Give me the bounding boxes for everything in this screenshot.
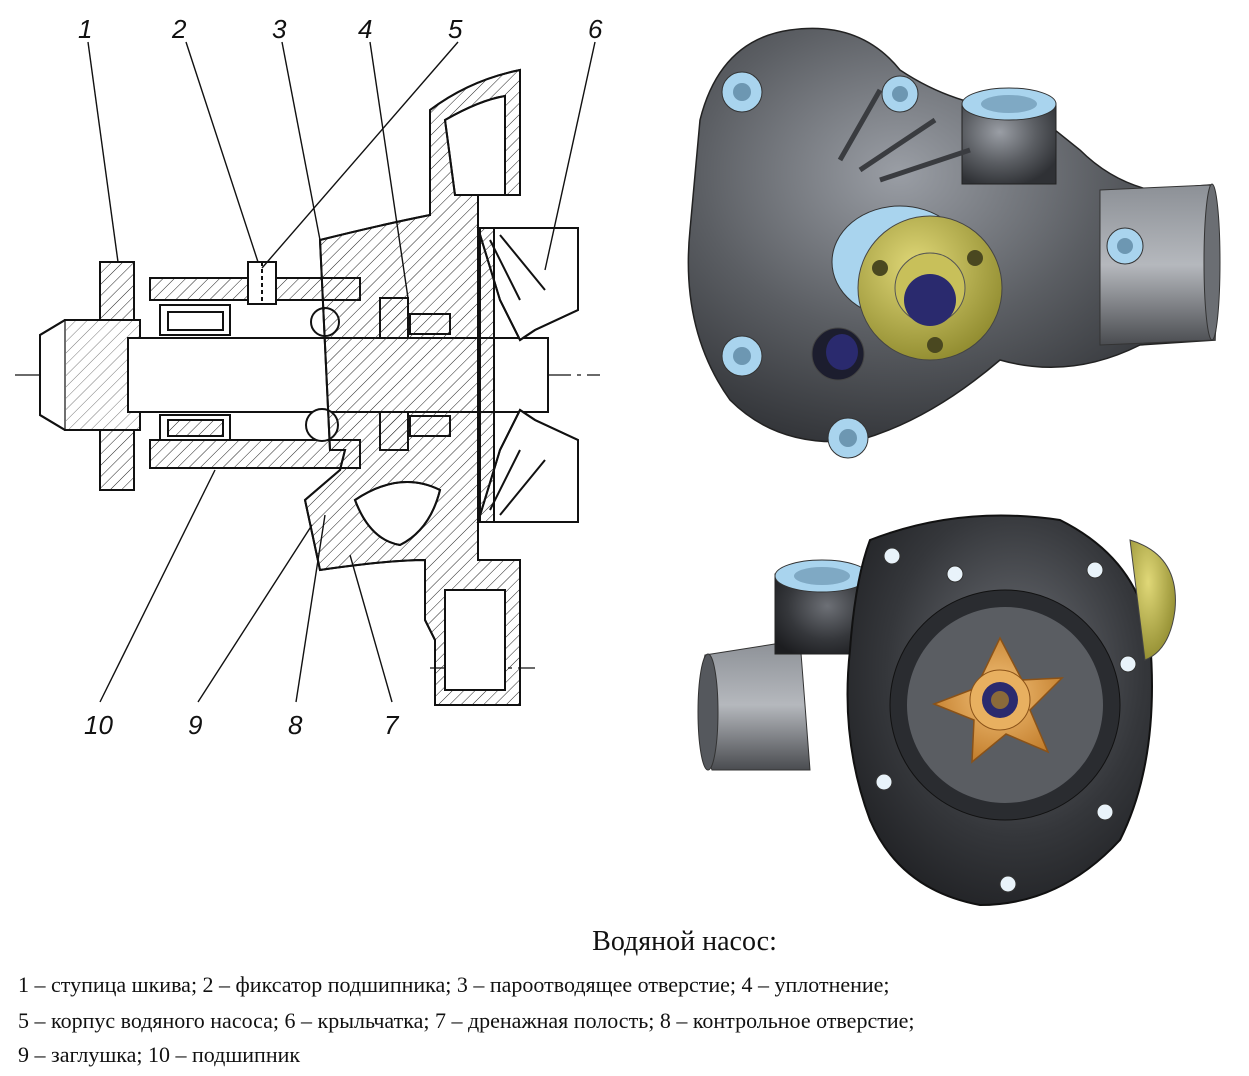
caption-line-2: 5 – корпус водяного насоса; 6 – крыльчат… bbox=[18, 1008, 915, 1033]
callout-2: 2 bbox=[171, 14, 187, 44]
housing-lower bbox=[149, 439, 361, 469]
callout-10: 10 bbox=[84, 710, 113, 740]
pump-render-rear bbox=[697, 514, 1176, 907]
cross-section-drawing bbox=[15, 41, 600, 706]
leader-2 bbox=[185, 41, 259, 263]
leader-9 bbox=[197, 524, 313, 703]
caption-line-3: 9 – заглушка; 10 – подшипник bbox=[18, 1042, 301, 1067]
callout-4: 4 bbox=[358, 14, 372, 44]
leader-7 bbox=[349, 554, 393, 703]
bolt-holes-rear bbox=[875, 547, 1137, 893]
impeller-section bbox=[476, 227, 579, 523]
leader-10 bbox=[99, 469, 216, 703]
callout-1: 1 bbox=[78, 14, 92, 44]
leader-5 bbox=[261, 41, 459, 269]
callout-8: 8 bbox=[288, 710, 303, 740]
pump-render-front bbox=[687, 27, 1221, 459]
impeller-3d bbox=[931, 636, 1064, 764]
caption-title: Водяной насос: bbox=[592, 926, 777, 957]
leader-3 bbox=[281, 41, 321, 241]
leader-1 bbox=[87, 41, 119, 263]
leader-6 bbox=[544, 41, 596, 271]
callout-7: 7 bbox=[384, 710, 400, 740]
callout-numbers: 1 2 3 4 5 6 10 9 8 7 bbox=[78, 14, 603, 740]
callout-9: 9 bbox=[188, 710, 202, 740]
callout-6: 6 bbox=[588, 14, 603, 44]
callout-5: 5 bbox=[448, 14, 463, 44]
leader-4 bbox=[369, 41, 409, 299]
caption-line-1: 1 – ступица шкива; 2 – фиксатор подшипни… bbox=[18, 972, 890, 997]
bolt-bosses-front bbox=[721, 71, 1144, 459]
water-pump-figure: 1 2 3 4 5 6 10 9 8 7 bbox=[15, 14, 1221, 907]
pulley-hub bbox=[39, 261, 141, 491]
callout-3: 3 bbox=[272, 14, 287, 44]
leader-8 bbox=[295, 514, 326, 703]
